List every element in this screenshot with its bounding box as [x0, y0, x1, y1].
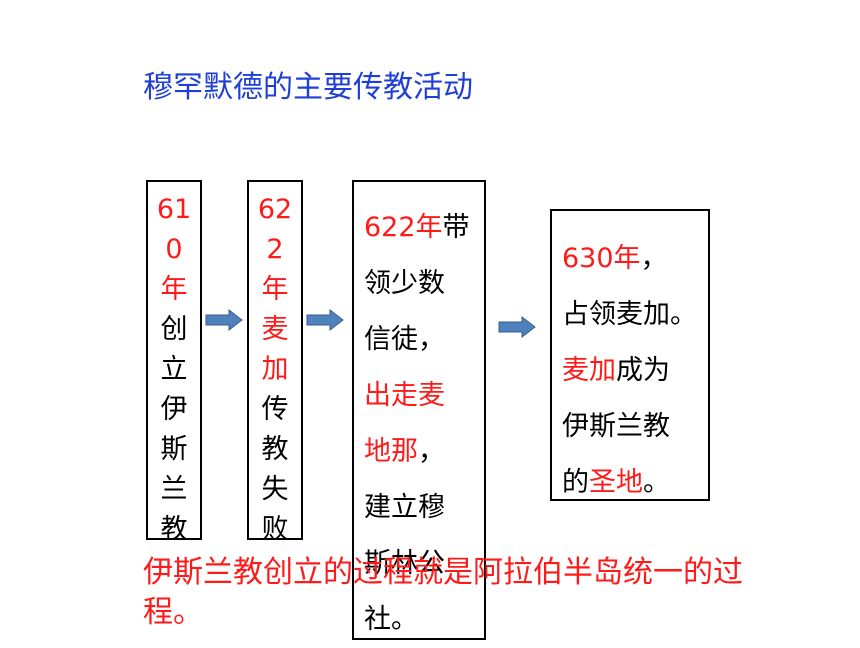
box4-line-1-text: ，	[640, 243, 668, 274]
box1-red-3: 年	[160, 274, 188, 305]
box1-red-1: 61	[156, 194, 192, 225]
box3-line-1-text: 带	[442, 212, 470, 243]
box4-year: 630年	[562, 243, 641, 274]
box4-line-5-red: 圣地	[589, 467, 643, 498]
box1-red-2: 0	[165, 234, 183, 265]
box3-year: 622年	[364, 212, 443, 243]
box1-text-4: 斯	[160, 434, 188, 465]
page-title: 穆罕默德的主要传教活动	[143, 70, 473, 105]
box4-line-3: 麦加成为	[562, 343, 708, 399]
box4-line-3-red: 麦加	[562, 355, 616, 386]
box2-red-3: 年	[261, 274, 289, 305]
arrow-right-icon	[498, 316, 536, 338]
box1-text-2: 立	[160, 354, 188, 385]
box1-text-5: 兰	[160, 474, 188, 505]
box1-text-6: 教	[160, 514, 188, 545]
box3-line-3: 信徒，	[364, 324, 445, 355]
box3-line-8: 社。	[364, 604, 418, 635]
box2-text-3: 失	[261, 474, 289, 505]
box4-line-5-text: 的	[562, 467, 589, 498]
box3-line-5-text: ，	[418, 436, 445, 467]
box4-line-2: 占领麦加。	[562, 299, 697, 330]
box1-text-3: 伊	[160, 394, 188, 425]
box2-red-4: 麦	[261, 314, 289, 345]
box2-text-4: 败	[261, 514, 289, 545]
box3-line-5: 地那，	[364, 424, 484, 480]
box2-red-1: 62	[257, 194, 293, 225]
box2-text-1: 传	[261, 394, 289, 425]
box3-line-7: 斯林公	[364, 548, 445, 579]
box3-line-6: 建立穆	[364, 492, 445, 523]
arrow-right-icon	[306, 309, 344, 331]
box4-line-4: 伊斯兰教	[562, 411, 670, 442]
event-box-622-migration: 622年带 领少数 信徒， 出走麦 地那， 建立穆 斯林公 社。	[352, 180, 486, 640]
box4-line-5-end: 。	[643, 467, 670, 498]
event-box-630: 630年， 占领麦加。 麦加成为 伊斯兰教 的圣地。	[550, 209, 710, 501]
box2-text-2: 教	[261, 434, 289, 465]
box3-line-2: 领少数	[364, 268, 445, 299]
box2-red-5: 加	[261, 354, 289, 385]
box4-line-5: 的圣地。	[562, 455, 708, 511]
box4-line-3-text: 成为	[616, 355, 670, 386]
arrow-right-icon	[205, 309, 243, 331]
box3-line-4: 出走麦	[364, 380, 445, 411]
box3-line-1: 622年带	[364, 200, 484, 256]
event-box-610: 61 0 年 创 立 伊 斯 兰 教	[146, 180, 202, 545]
summary-text: 伊斯兰教创立的过程就是阿拉伯半岛统一的过程。	[143, 555, 743, 630]
box3-line-5-red: 地那	[364, 436, 418, 467]
box4-line-1: 630年，	[562, 231, 708, 287]
event-box-622-failure: 62 2 年 麦 加 传 教 失 败	[247, 180, 303, 545]
box1-text-1: 创	[160, 314, 188, 345]
box2-red-2: 2	[266, 234, 284, 265]
